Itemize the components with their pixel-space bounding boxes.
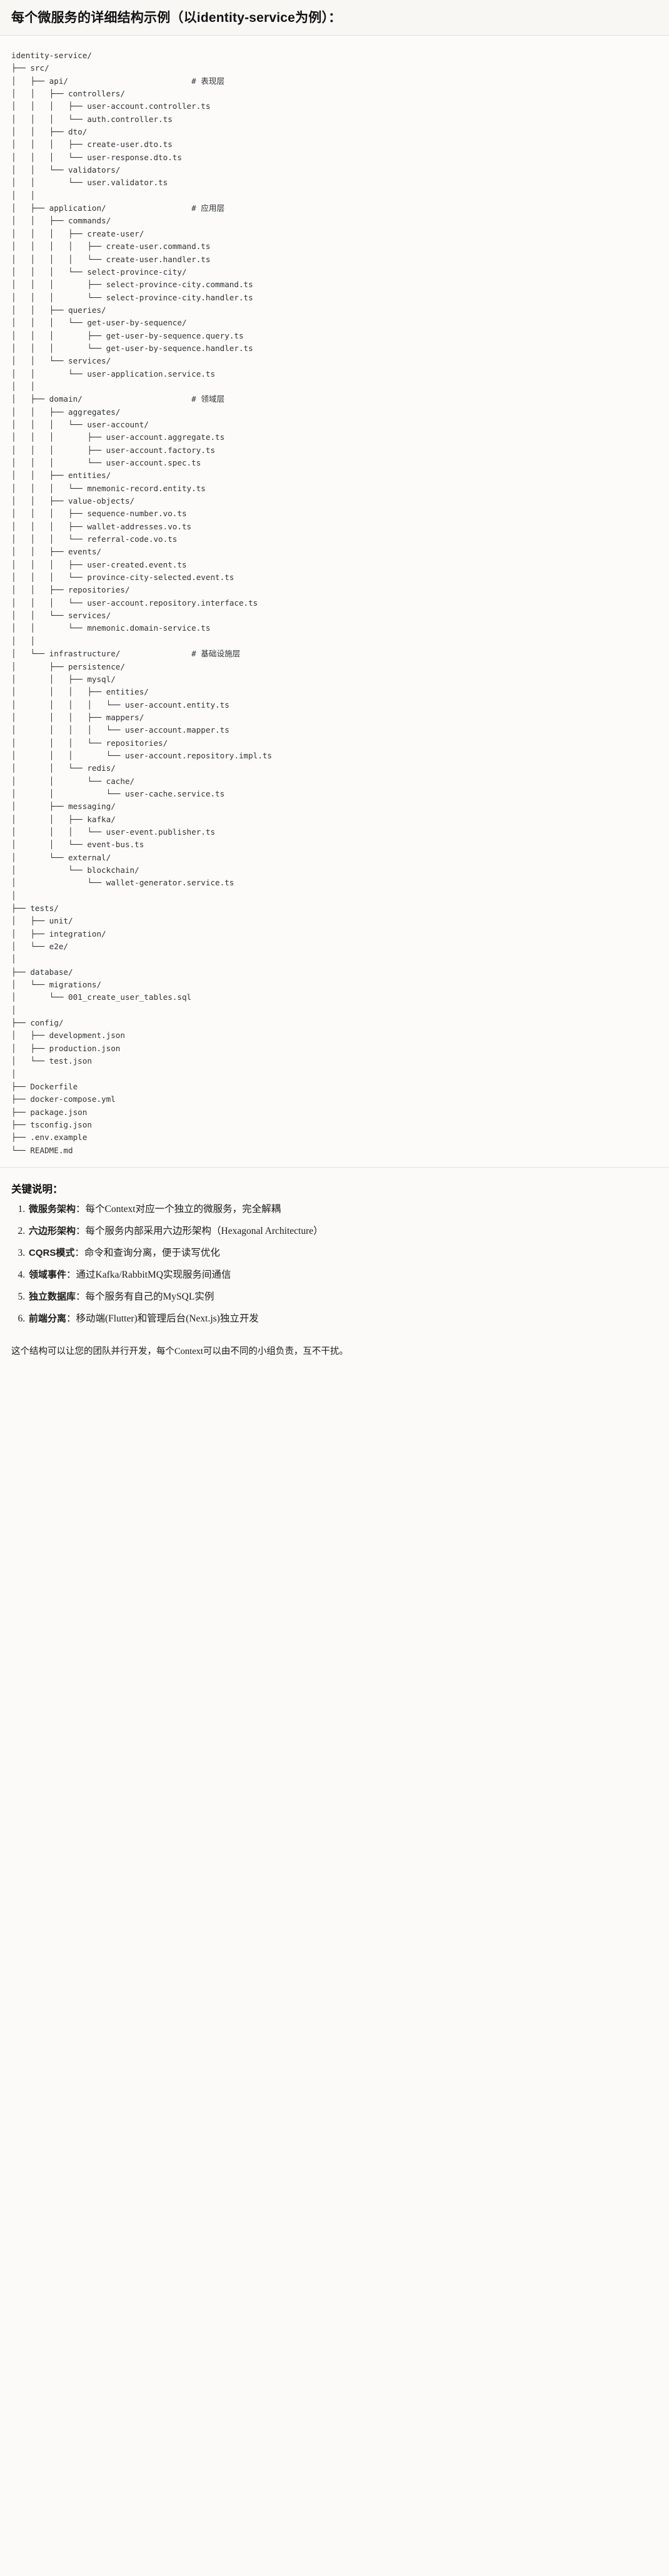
key-note-item: CQRS模式：命令和查询分离，便于读写优化 — [28, 1246, 658, 1260]
key-note-desc: ：移动端(Flutter)和管理后台(Next.js)独立开发 — [66, 1313, 259, 1324]
key-note-desc: ：每个服务内部采用六边形架构（Hexagonal Architecture） — [76, 1225, 323, 1236]
key-note-term: 独立数据库 — [29, 1291, 76, 1302]
page-title: 每个微服务的详细结构示例（以identity-service为例）： — [0, 0, 669, 35]
key-note-item: 微服务架构：每个Context对应一个独立的微服务，完全解耦 — [28, 1203, 658, 1216]
key-note-term: 领域事件 — [29, 1269, 67, 1280]
key-notes-section: 关键说明： 微服务架构：每个Context对应一个独立的微服务，完全解耦六边形架… — [0, 1167, 669, 1338]
key-notes-list: 微服务架构：每个Context对应一个独立的微服务，完全解耦六边形架构：每个服务… — [11, 1203, 658, 1326]
closing-paragraph: 这个结构可以让您的团队并行开发，每个Context可以由不同的小组负责，互不干扰… — [11, 1346, 348, 1357]
tree-divider — [0, 1166, 669, 1168]
key-note-item: 独立数据库：每个服务有自己的MySQL实例 — [28, 1290, 658, 1304]
directory-tree: identity-service/ ├── src/ │ ├── api/ # … — [11, 51, 273, 1155]
key-note-desc: ：通过Kafka/RabbitMQ实现服务间通信 — [66, 1269, 231, 1280]
key-note-term: 六边形架构 — [29, 1225, 76, 1236]
key-note-item: 前端分离：移动端(Flutter)和管理后台(Next.js)独立开发 — [28, 1312, 658, 1326]
key-note-term: 微服务架构 — [29, 1203, 76, 1214]
key-note-item: 领域事件：通过Kafka/RabbitMQ实现服务间通信 — [28, 1268, 658, 1282]
document-page: 每个微服务的详细结构示例（以identity-service为例）： ident… — [0, 0, 669, 1370]
key-note-item: 六边形架构：每个服务内部采用六边形架构（Hexagonal Architectu… — [28, 1224, 658, 1238]
key-notes-title: 关键说明： — [11, 1183, 63, 1195]
directory-tree-block: identity-service/ ├── src/ │ ├── api/ # … — [0, 36, 669, 1167]
key-note-desc: ：每个服务有自己的MySQL实例 — [76, 1291, 214, 1302]
key-note-desc: ：命令和查询分离，便于读写优化 — [74, 1247, 220, 1258]
title-divider — [0, 35, 669, 36]
key-note-term: 前端分离 — [29, 1313, 67, 1324]
key-note-term: CQRS模式 — [29, 1247, 75, 1258]
key-note-desc: ：每个Context对应一个独立的微服务，完全解耦 — [76, 1203, 281, 1214]
